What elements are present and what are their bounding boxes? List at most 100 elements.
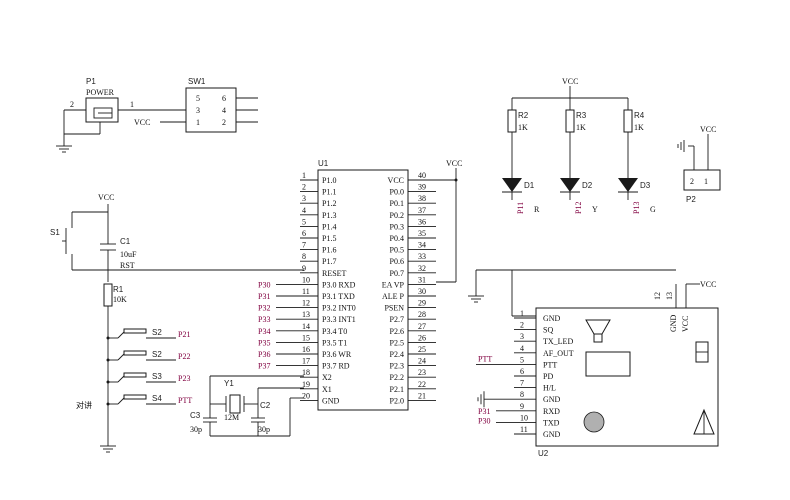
- led-resistor: [565, 109, 575, 133]
- module-pin-number: 3: [520, 332, 524, 341]
- module-pin-label: RXD: [543, 407, 560, 416]
- mcu-right-label: P0.2: [390, 211, 404, 220]
- mcu-left-label: P3.4 T0: [322, 327, 347, 336]
- connector-p2: 2 1 P2 VCC: [677, 125, 721, 204]
- led-resistor: [623, 109, 633, 133]
- led-resistor-value: 1K: [576, 123, 586, 132]
- module-ref: U2: [538, 449, 549, 458]
- mcu-right-pin-number: 39: [418, 183, 426, 192]
- mcu-left-label: P1.3: [322, 211, 336, 220]
- button-contact: [117, 397, 125, 405]
- p2-vcc-label: VCC: [700, 125, 716, 134]
- mcu-left-label: P1.7: [322, 257, 336, 266]
- reset-cap-ref: C1: [120, 237, 131, 246]
- reset-resistor-value: 10K: [113, 295, 127, 304]
- led-diode-ref: D3: [640, 181, 651, 190]
- module-pin-number: 1: [520, 309, 524, 318]
- mcu-right-label: ALE P: [382, 292, 405, 301]
- mcu-left-label: P3.2 INT0: [322, 304, 356, 313]
- led-diode: [502, 178, 522, 192]
- mcu-left-pin-number: 10: [302, 275, 310, 284]
- mcu-p3-net-label: P33: [258, 315, 270, 324]
- mcu-left-pin-number: 3: [302, 194, 306, 203]
- mcu-left-label: X2: [322, 373, 332, 382]
- switch-pin-2: 2: [222, 118, 226, 127]
- mcu-u1: U1 VCC 1P1.040VCC2P1.139P0.03P1.238P0.14…: [258, 159, 462, 411]
- mcu-left-pin-number: 14: [302, 322, 310, 331]
- mcu-left-pin-number: 4: [302, 206, 306, 215]
- mcu-left-pin-number: 7: [302, 241, 306, 250]
- mcu-left-label: P3.0 RXD: [322, 280, 356, 289]
- button-ref: S4: [152, 394, 162, 403]
- crystal-c2-ref: C2: [260, 401, 271, 410]
- button-net-label: P22: [178, 352, 190, 361]
- crystal-c3-value: 30p: [190, 425, 202, 434]
- mcu-left-label: P1.6: [322, 246, 336, 255]
- led-diode: [618, 178, 638, 192]
- mcu-right-pin-number: 22: [418, 380, 426, 389]
- mcu-left-label: RESET: [322, 269, 347, 278]
- led-resistor: [507, 109, 517, 133]
- mcu-right-pin-number: 30: [418, 287, 426, 296]
- module-pin-label: GND: [543, 314, 561, 323]
- mcu-left-label: P1.0: [322, 176, 336, 185]
- mcu-left-pin-number: 17: [302, 357, 310, 366]
- module-pin-12: 12: [653, 292, 662, 300]
- module-pin-label: SQ: [543, 326, 553, 335]
- mcu-left-label: GND: [322, 396, 340, 405]
- module-pin-number: 2: [520, 321, 524, 330]
- module-pin-label: TX_LED: [543, 337, 573, 346]
- led-resistor-value: 1K: [634, 123, 644, 132]
- button-ref: S3: [152, 372, 162, 381]
- crystal-circuit: Y1 12M C2 C3 30p 30p: [190, 375, 304, 437]
- module-vcc-label: VCC: [700, 280, 716, 289]
- mcu-right-label: VCC: [388, 176, 404, 185]
- power-connector-ref: P1: [86, 77, 96, 86]
- module-pin-13: 13: [665, 292, 674, 300]
- mcu-left-label: P3.7 RD: [322, 362, 350, 371]
- mcu-right-pin-number: 27: [418, 322, 426, 331]
- module-top-vcc: VCC: [681, 316, 690, 332]
- led-vcc-label: VCC: [562, 77, 578, 86]
- mcu-right-label: P0.1: [390, 199, 404, 208]
- button-ref: S2: [152, 328, 162, 337]
- button-actuator: [123, 394, 147, 400]
- mcu-left-pin-number: 19: [302, 380, 310, 389]
- mcu-right-label: P2.3: [390, 362, 404, 371]
- mcu-right-label: P0.7: [390, 269, 404, 278]
- mcu-right-label: P0.4: [390, 234, 404, 243]
- mcu-right-pin-number: 24: [418, 357, 426, 366]
- mcu-left-label: P3.6 WR: [322, 350, 352, 359]
- module-ptt-net: PTT: [478, 354, 492, 363]
- module-p30-net: P30: [478, 416, 490, 425]
- led-color-label: R: [534, 205, 540, 214]
- button-junction: [106, 358, 110, 362]
- mcu-left-pin-number: 8: [302, 252, 306, 261]
- mcu-left-label: P3.1 TXD: [322, 292, 355, 301]
- switch-pin-1: 1: [196, 118, 200, 127]
- power-connector: P1 POWER 2 1: [56, 77, 186, 153]
- mcu-left-pin-number: 20: [302, 391, 310, 400]
- switch-ref: SW1: [188, 77, 206, 86]
- mcu-p3-net-label: P35: [258, 338, 270, 347]
- reset-vcc-label: VCC: [98, 193, 114, 202]
- module-pin-label: H/L: [543, 384, 556, 393]
- crystal-value: 12M: [224, 413, 239, 422]
- mcu-right-pin-number: 28: [418, 310, 426, 319]
- module-pin-label: GND: [543, 395, 561, 404]
- module-pin-number: 11: [520, 425, 528, 434]
- module-pin-number: 4: [520, 344, 524, 353]
- module-pin-number: 9: [520, 402, 524, 411]
- reset-switch-ref: S1: [50, 228, 60, 237]
- led-diode-ref: D1: [524, 181, 535, 190]
- mcu-right-label: EA VP: [382, 280, 405, 289]
- mcu-right-pin-number: 29: [418, 299, 426, 308]
- mcu-right-pin-number: 31: [418, 275, 426, 284]
- module-pin-number: 5: [520, 355, 524, 364]
- mcu-left-label: P1.4: [322, 222, 336, 231]
- mcu-right-pin-number: 26: [418, 333, 426, 342]
- mcu-left-label: P3.5 T1: [322, 338, 347, 347]
- switch-pin-3: 3: [196, 106, 200, 115]
